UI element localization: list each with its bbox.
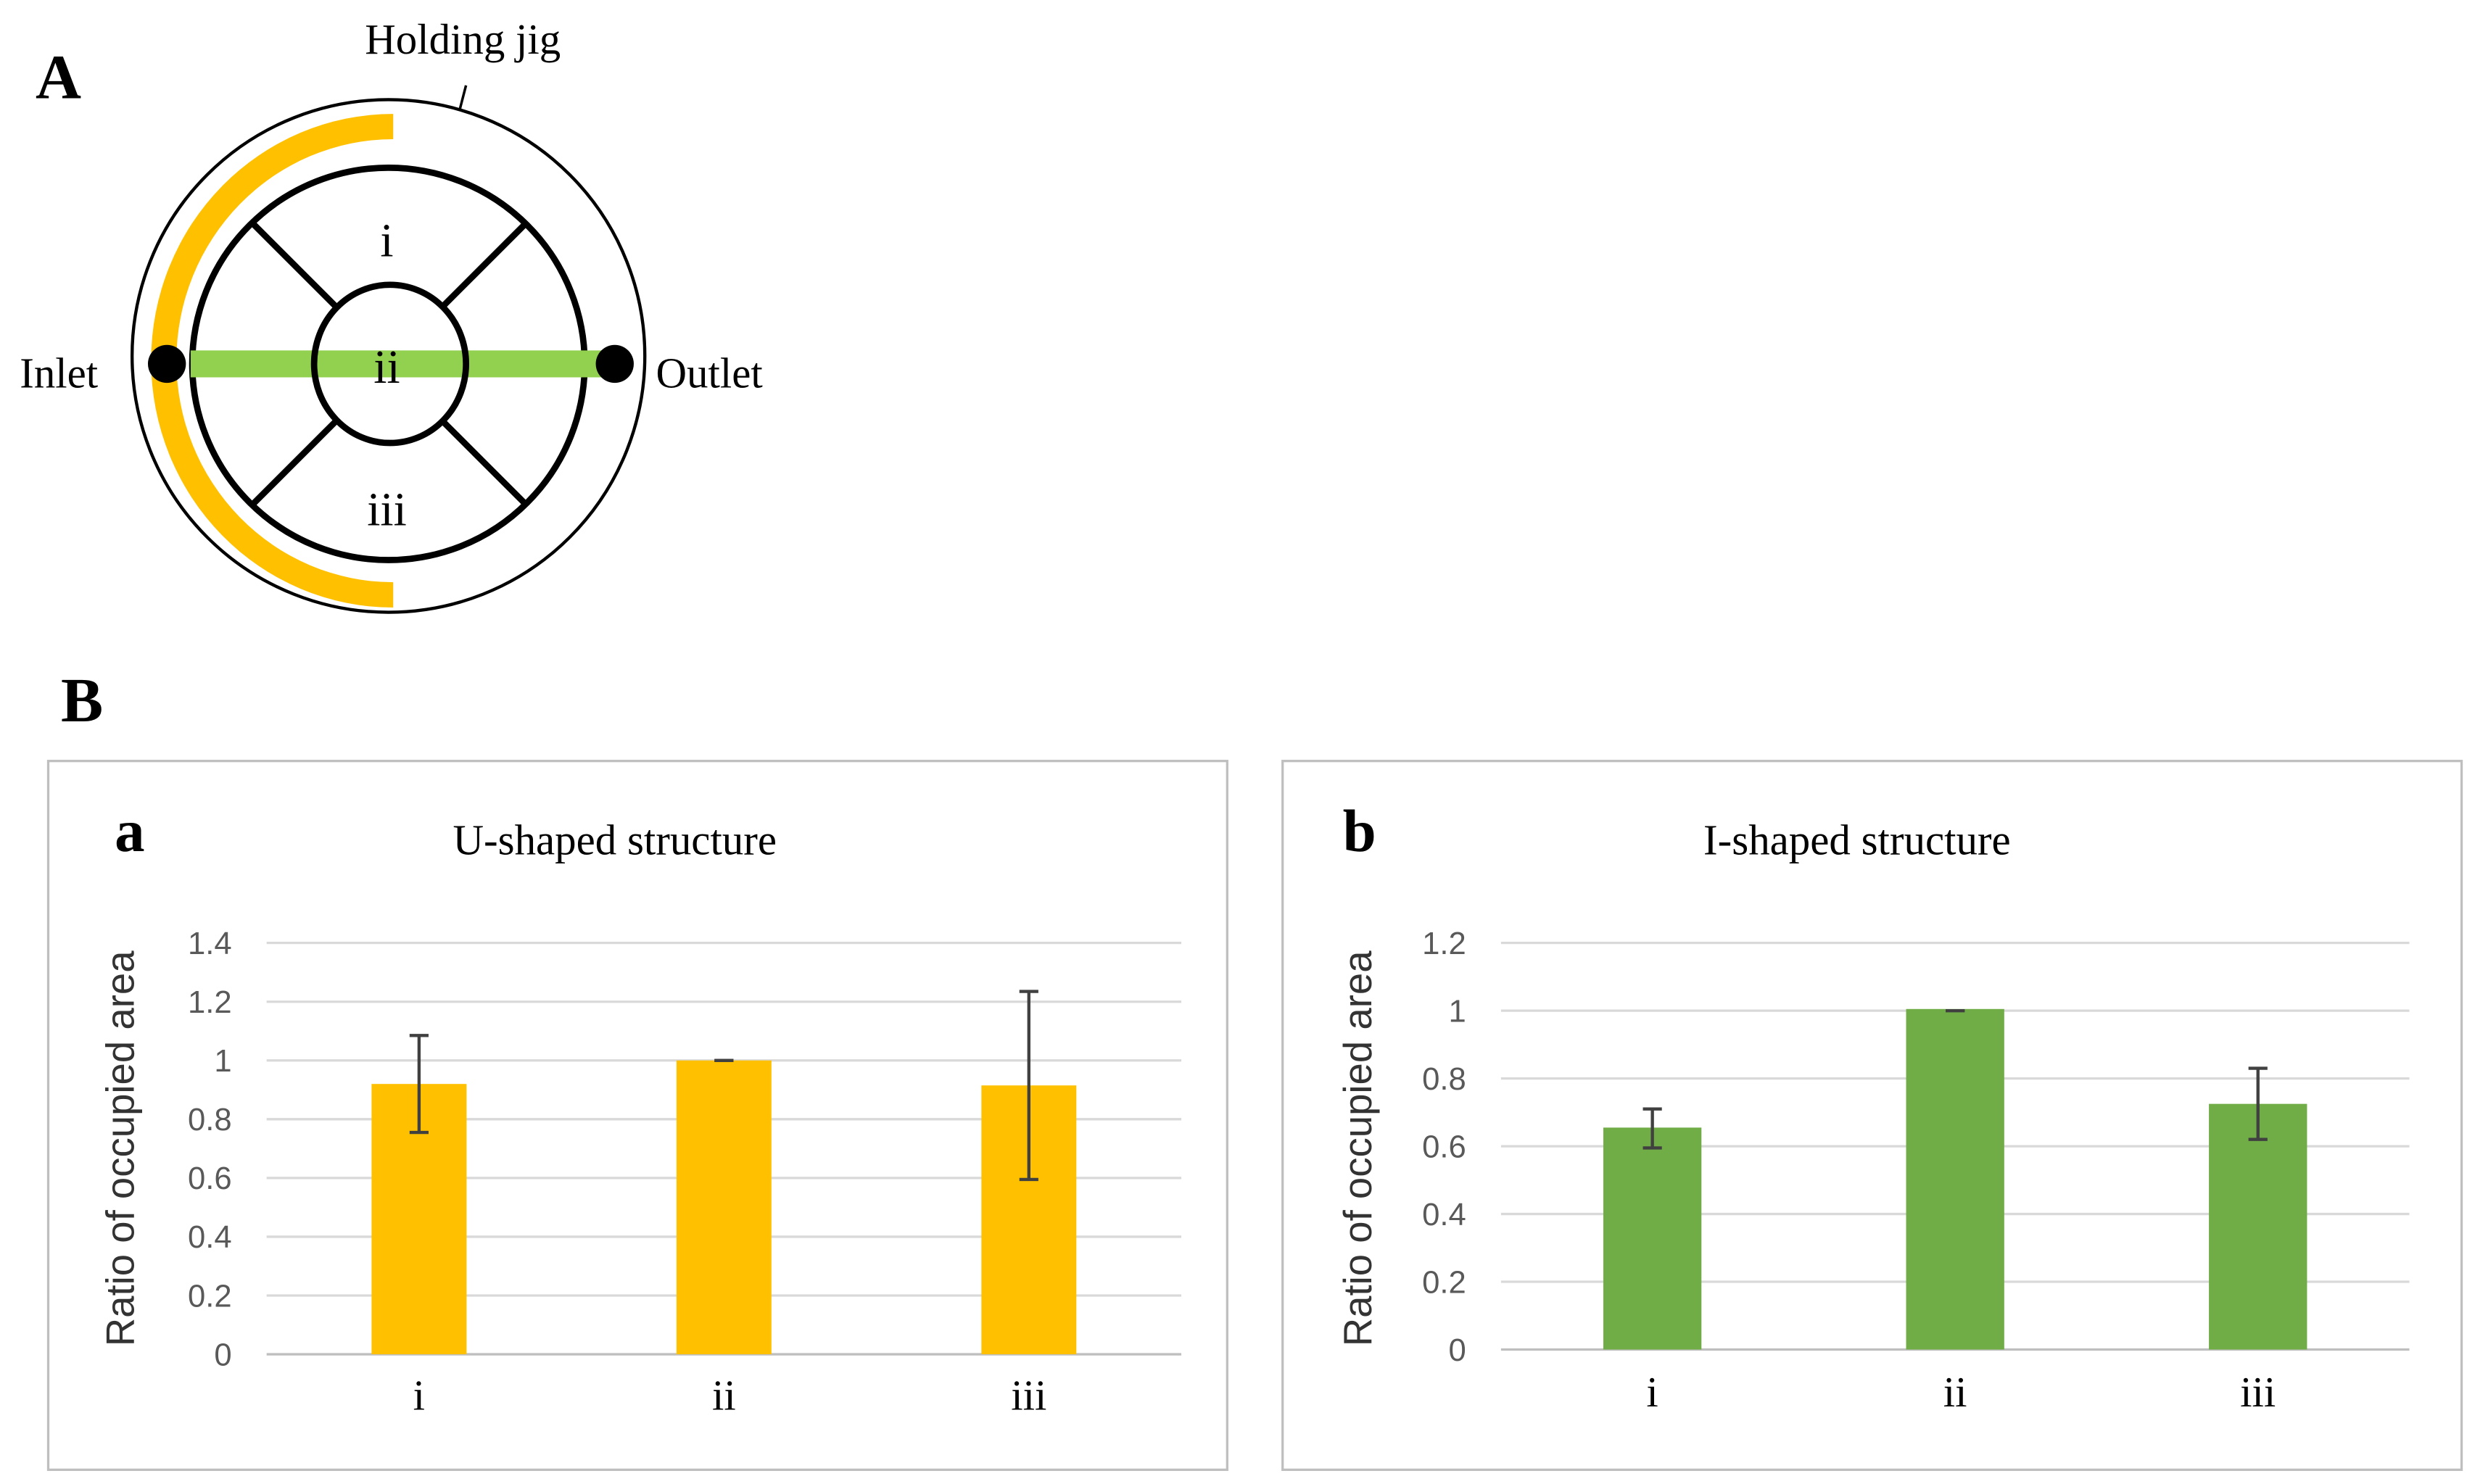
y-tick-label: 0 (1449, 1332, 1466, 1368)
chart-a-y-axis-label: Ratio of occupied area (98, 950, 142, 1346)
y-tick-label: 1.4 (188, 926, 232, 961)
y-tick-label: 0.6 (1422, 1129, 1466, 1164)
chart-a-title: U-shaped structure (453, 816, 777, 863)
y-tick-label: 1 (1449, 993, 1466, 1029)
y-tick-label: 0.4 (188, 1219, 232, 1255)
chart-b-panel-letter: b (1343, 797, 1376, 864)
y-tick-label: 1.2 (188, 985, 232, 1020)
y-tick-label: 0.4 (1422, 1197, 1466, 1232)
category-label: i (413, 1371, 425, 1419)
inlet-label: Inlet (20, 349, 99, 397)
region-label-i: i (380, 215, 393, 268)
region-label-iii: iii (367, 484, 407, 536)
error-bar (409, 1034, 429, 1135)
outlet-port (595, 344, 634, 384)
outlet-label: Outlet (656, 349, 764, 397)
panel-b-label: B (61, 665, 103, 735)
y-tick-label: 0 (214, 1337, 231, 1372)
y-tick-label: 0.8 (188, 1102, 232, 1137)
chart-b-title: I-shaped structure (1703, 816, 2011, 863)
error-bar (1643, 1107, 1662, 1150)
y-tick-label: 1.2 (1422, 926, 1466, 961)
category-label: ii (712, 1371, 736, 1419)
chart-b-y-axis-label: Ratio of occupied area (1336, 950, 1380, 1346)
bar (1603, 1127, 1702, 1350)
chart-i-shaped: b I-shaped structure Ratio of occupied a… (1281, 760, 2463, 1471)
bar (1906, 1008, 2004, 1350)
y-tick-label: 0.2 (1422, 1264, 1466, 1300)
u-shaped-channel (151, 114, 394, 608)
chart-a-panel-letter: a (115, 797, 144, 864)
chart-u-shaped: a U-shaped structure Ratio of occupied a… (46, 760, 1228, 1471)
y-tick-label: 1 (214, 1043, 231, 1079)
category-label: iii (2240, 1368, 2276, 1416)
panel-a-diagram: A Holding jig i ii iii Inlet Outlet (20, 15, 764, 614)
y-tick-label: 0.6 (188, 1161, 232, 1196)
center-ring (310, 281, 469, 447)
bar (676, 1060, 772, 1355)
category-label: i (1646, 1368, 1658, 1416)
error-bar (1019, 990, 1038, 1182)
panel-a-label: A (36, 41, 81, 112)
divider-lines (248, 219, 530, 509)
holding-jig-label: Holding jig (365, 15, 561, 63)
bar (2209, 1103, 2307, 1350)
region-label-ii: ii (373, 341, 400, 394)
category-label: iii (1011, 1371, 1046, 1419)
error-bar (2248, 1066, 2268, 1141)
inlet-port (147, 344, 186, 384)
y-tick-label: 0.8 (1422, 1061, 1466, 1097)
category-label: ii (1943, 1368, 1967, 1416)
y-tick-label: 0.2 (188, 1278, 232, 1314)
